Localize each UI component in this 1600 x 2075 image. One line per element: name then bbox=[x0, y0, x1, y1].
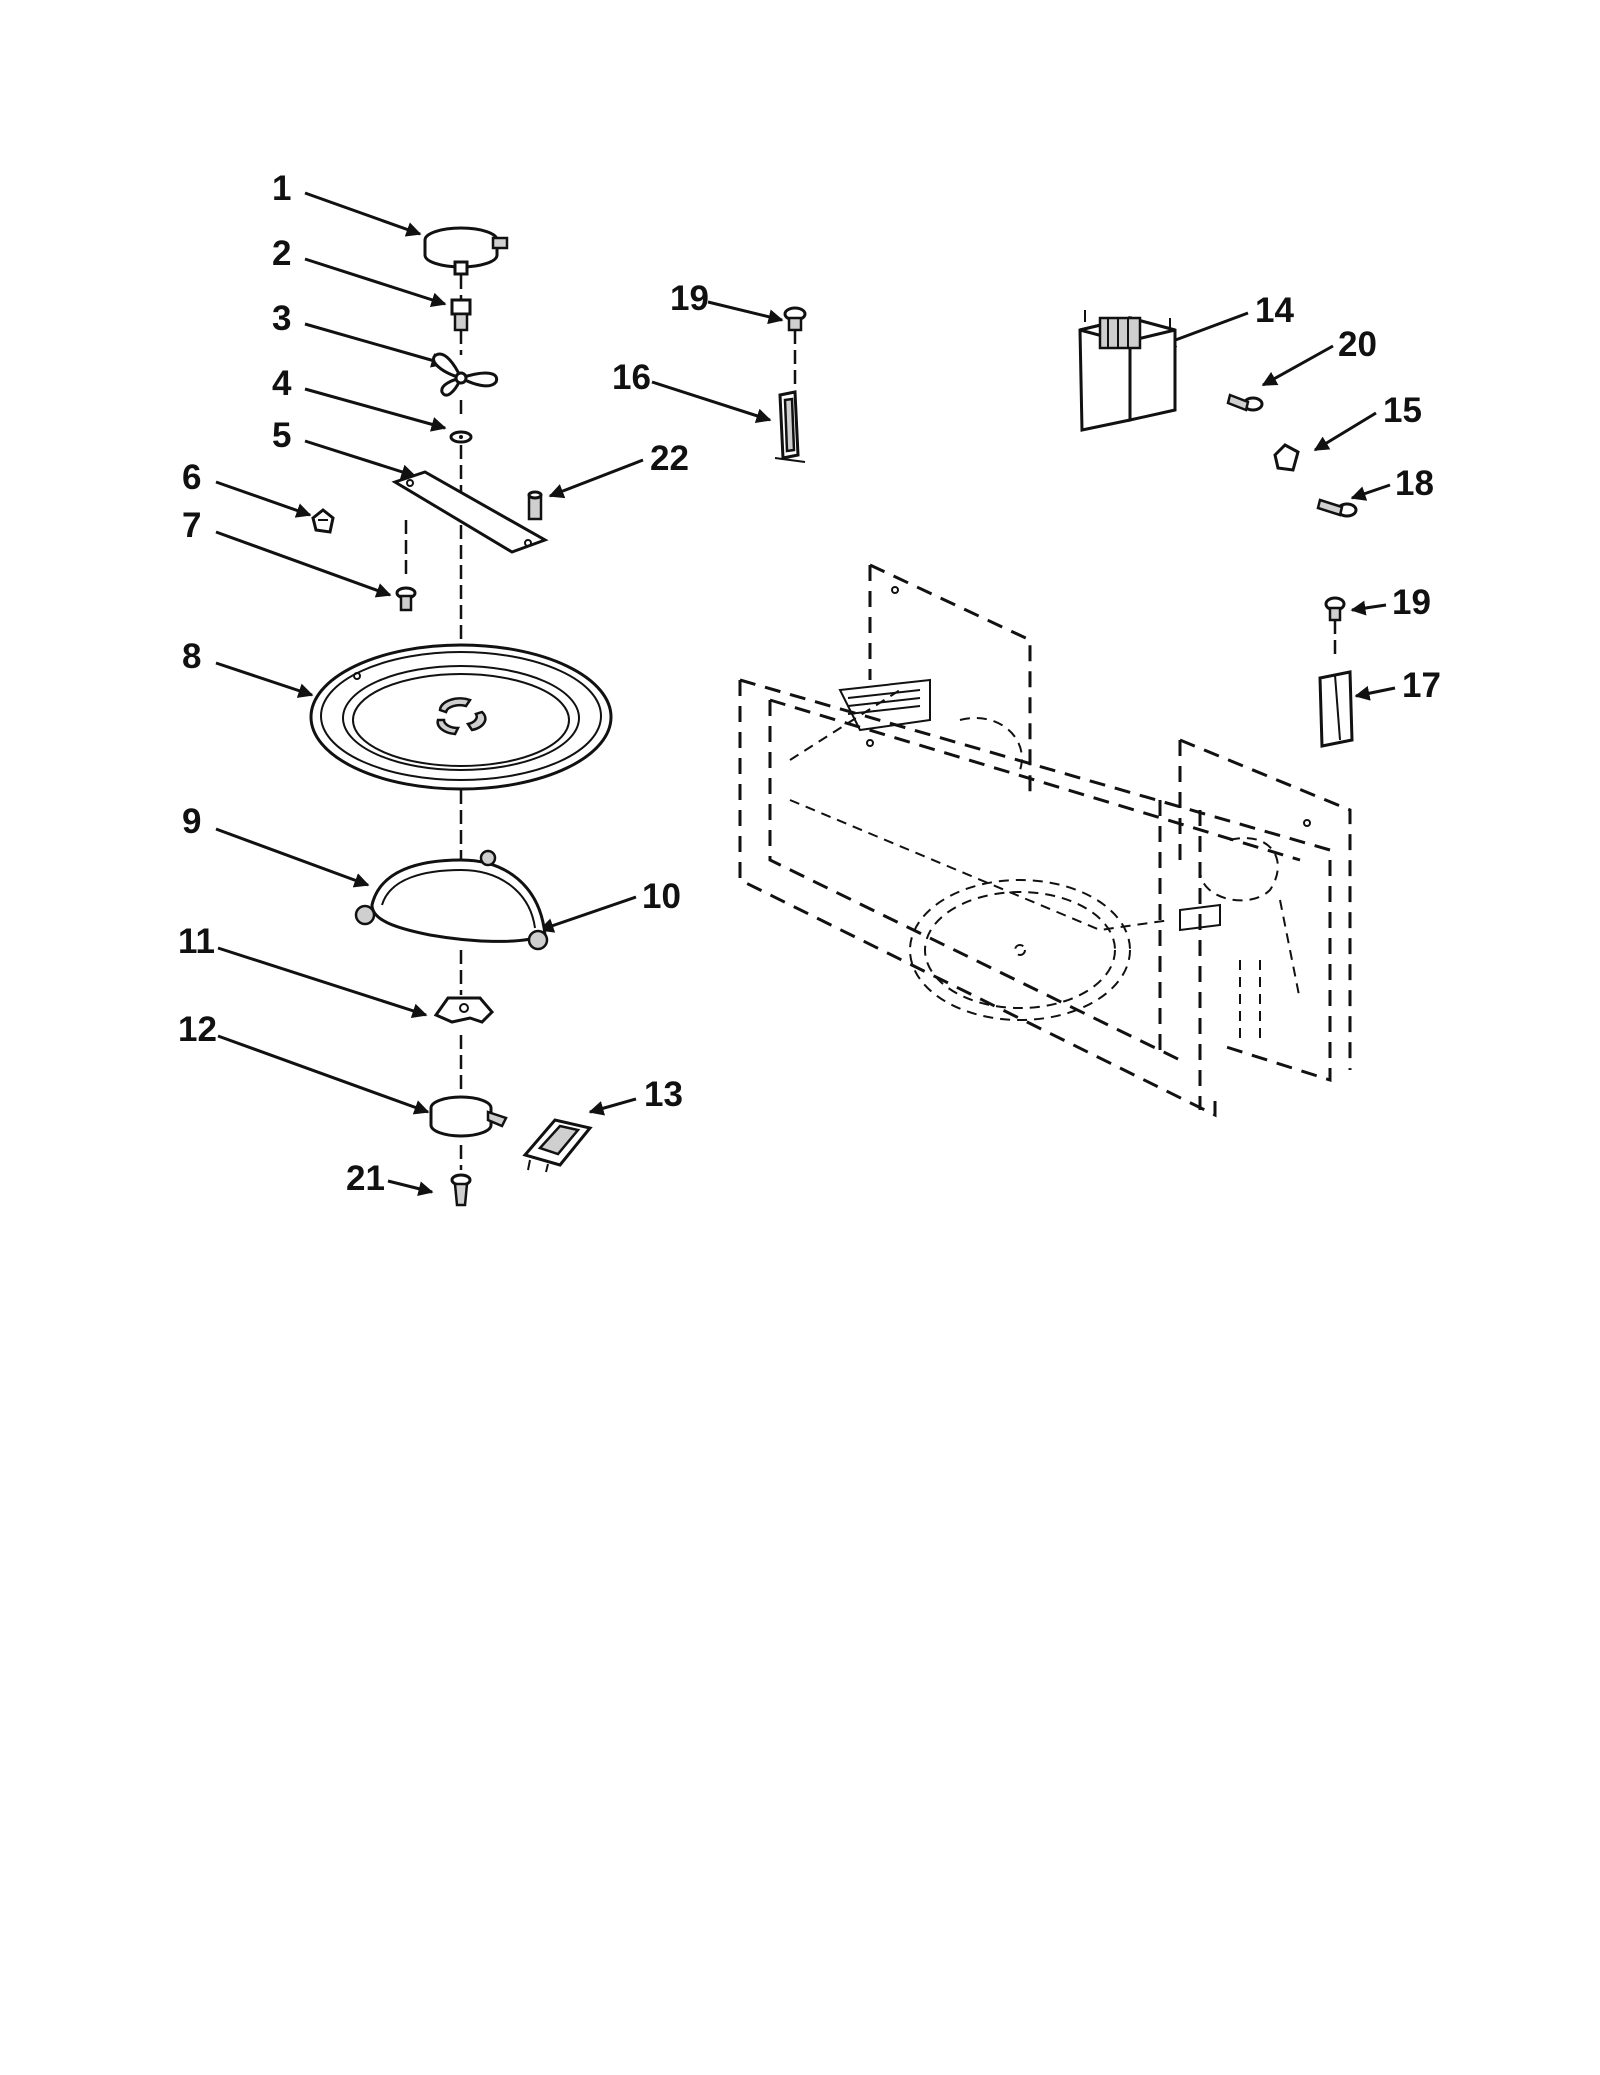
callout-labels: 1 2 3 4 5 6 7 8 9 10 11 12 13 21 22 19 1… bbox=[178, 169, 1441, 1198]
clip-15-part bbox=[1273, 443, 1300, 472]
callout-22: 22 bbox=[650, 439, 689, 478]
callout-7: 7 bbox=[182, 506, 201, 545]
callout-16: 16 bbox=[612, 358, 651, 397]
callout-21: 21 bbox=[346, 1159, 385, 1198]
screw-19-right-part bbox=[1324, 596, 1346, 622]
screw-18-part bbox=[1316, 498, 1358, 518]
roller-ring-part bbox=[354, 849, 549, 951]
callout-19-top: 19 bbox=[670, 279, 709, 318]
switch-bracket-part bbox=[522, 1118, 593, 1173]
clip-part bbox=[311, 508, 335, 534]
callout-19-right: 19 bbox=[1392, 583, 1431, 622]
screw-7-part bbox=[395, 586, 417, 612]
leader-arrows bbox=[215, 191, 1396, 1197]
transformer-part bbox=[1078, 310, 1177, 432]
cover-plate-part bbox=[391, 470, 549, 554]
callout-4: 4 bbox=[272, 364, 292, 403]
callout-12: 12 bbox=[178, 1010, 217, 1049]
turntable-motor-part bbox=[423, 226, 509, 276]
bracket-16-part bbox=[774, 390, 806, 463]
callout-10: 10 bbox=[642, 877, 681, 916]
coupling-part bbox=[433, 996, 495, 1024]
screw-20-part bbox=[1226, 393, 1264, 412]
callout-18: 18 bbox=[1395, 464, 1434, 503]
callout-17: 17 bbox=[1402, 666, 1441, 705]
turntable-tray-part bbox=[309, 643, 613, 791]
fan-blade-part bbox=[432, 352, 499, 397]
microwave-cavity-outline bbox=[738, 563, 1352, 1118]
callout-11: 11 bbox=[178, 922, 215, 961]
post-part bbox=[527, 490, 543, 521]
callout-9: 9 bbox=[182, 802, 201, 841]
lower-motor-part bbox=[429, 1095, 508, 1138]
callout-14: 14 bbox=[1255, 291, 1294, 330]
bracket-17-part bbox=[1318, 670, 1354, 748]
callout-15: 15 bbox=[1383, 391, 1422, 430]
callout-1: 1 bbox=[272, 169, 291, 208]
callout-3: 3 bbox=[272, 299, 291, 338]
callout-13: 13 bbox=[644, 1075, 683, 1114]
callout-6: 6 bbox=[182, 458, 201, 497]
callout-8: 8 bbox=[182, 637, 201, 676]
callout-2: 2 bbox=[272, 234, 291, 273]
callout-20: 20 bbox=[1338, 325, 1377, 364]
callout-5: 5 bbox=[272, 416, 291, 455]
screw-19-top-part bbox=[783, 306, 807, 332]
screw-21-part bbox=[450, 1173, 472, 1207]
coupler-part bbox=[450, 298, 472, 332]
washer-part bbox=[449, 430, 473, 444]
